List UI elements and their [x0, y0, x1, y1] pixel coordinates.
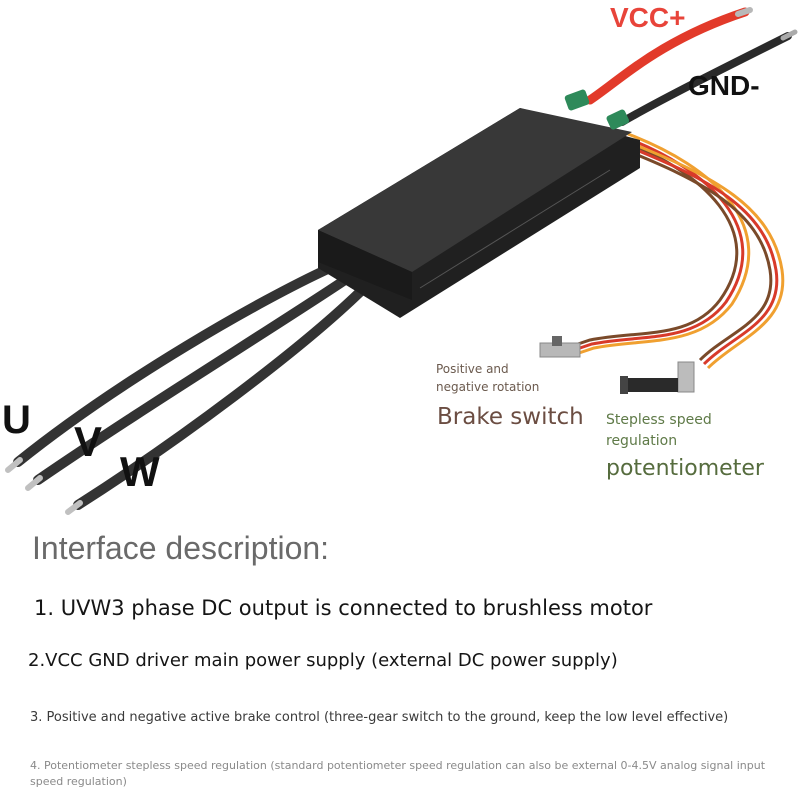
gnd-wire	[618, 32, 792, 126]
v-wire-tip	[25, 475, 43, 491]
vcc-wire	[585, 7, 750, 105]
pot-cable-brown	[624, 148, 773, 362]
gnd-wire-tip	[780, 29, 798, 41]
v-phase-label: V	[74, 418, 103, 465]
u-wire-tip	[5, 457, 23, 473]
description-item-3: 3. Positive and negative active brake co…	[30, 710, 729, 725]
brake-caption-line1: Positive and	[436, 362, 509, 376]
description-item-4: 4. Potentiometer stepless speed regulati…	[30, 759, 766, 788]
w-wire-tip	[65, 500, 83, 515]
green-connector-vcc	[564, 89, 590, 111]
controller-illustration	[5, 7, 798, 515]
controller-diagram: VCC+ GND- U V W Positive and negative ro…	[2, 2, 798, 515]
description-title: Interface description:	[32, 530, 330, 566]
brake-cable-brown	[574, 138, 739, 347]
u-phase-label: U	[2, 398, 31, 442]
vcc-wire-tip	[735, 7, 753, 17]
description-item-2: 2.VCC GND driver main power supply (exte…	[28, 650, 618, 671]
vcc-label: VCC+	[610, 2, 686, 33]
gnd-label: GND-	[688, 70, 760, 101]
controller-body	[318, 108, 640, 318]
brake-caption-line2: negative rotation	[436, 380, 540, 394]
brake-cable-orange	[578, 132, 751, 355]
pot-caption-line1: Stepless speed	[606, 412, 712, 428]
brake-switch	[539, 336, 581, 358]
v-wire	[33, 275, 350, 485]
u-wire	[13, 263, 335, 467]
description-item-1: 1. UVW3 phase DC output is connected to …	[34, 596, 653, 620]
brake-switch-label: Brake switch	[437, 404, 584, 430]
w-phase-label: W	[120, 448, 160, 495]
pot-caption-line2: regulation	[606, 433, 678, 449]
potentiometer	[620, 361, 695, 394]
potentiometer-label: potentiometer	[606, 456, 764, 481]
green-connector-gnd	[606, 109, 630, 130]
pot-cable-red	[628, 145, 779, 366]
w-wire	[73, 287, 365, 510]
brake-cable-red	[576, 135, 745, 351]
pot-cable-orange	[632, 142, 785, 370]
